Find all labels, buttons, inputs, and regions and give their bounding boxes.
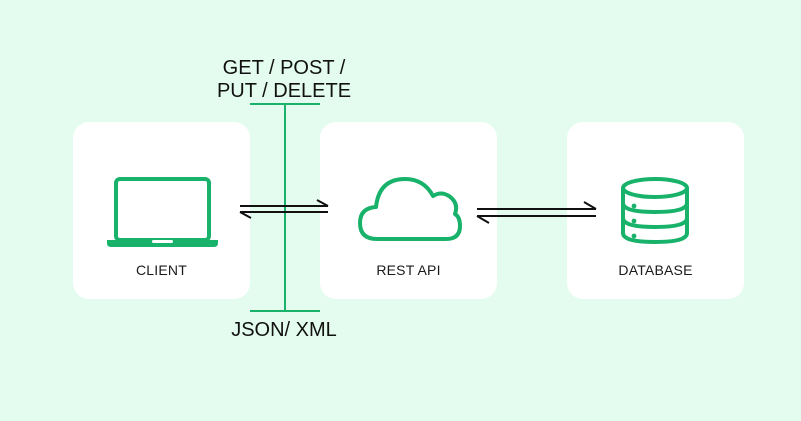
client-card: CLIENT xyxy=(73,122,250,299)
response-format-label: JSON/ XML xyxy=(231,319,337,341)
database-card: DATABASE xyxy=(567,122,744,299)
api-database-exchange-arrows xyxy=(476,201,597,224)
http-methods-label: GET / POST / PUT / DELETE xyxy=(186,57,382,103)
http-methods-line-2: PUT / DELETE xyxy=(216,80,352,102)
cloud-icon xyxy=(358,177,462,241)
http-methods-line-1: GET / POST / xyxy=(222,57,346,79)
database-label: DATABASE xyxy=(618,262,693,278)
laptop-icon xyxy=(107,177,218,247)
database-icon xyxy=(621,177,689,245)
client-label: CLIENT xyxy=(136,262,187,278)
rest-api-card: REST API xyxy=(320,122,497,299)
protocol-divider xyxy=(250,103,320,312)
client-api-exchange-arrows xyxy=(239,199,329,219)
rest-api-label: REST API xyxy=(376,262,441,278)
